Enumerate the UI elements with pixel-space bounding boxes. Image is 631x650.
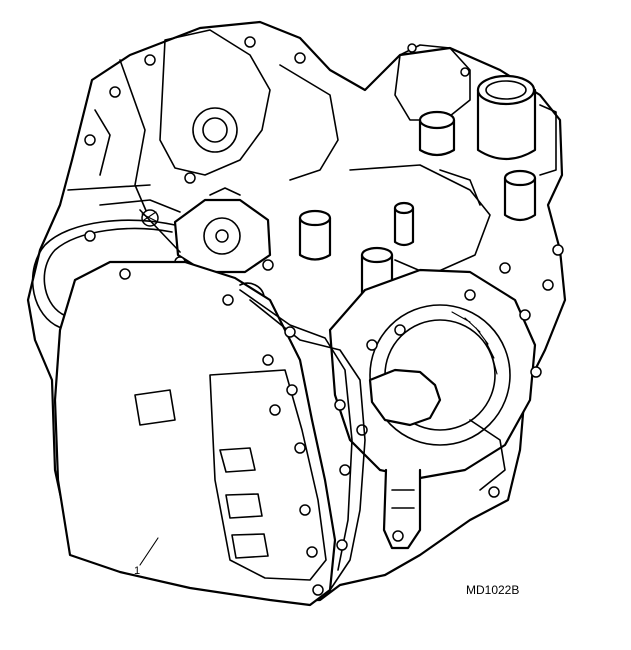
valve-body-cover (53, 230, 366, 607)
gear-housing (328, 244, 564, 550)
callout-leader-1 (139, 537, 159, 566)
top-cylinder (394, 43, 557, 176)
callout-label-1: 1 (134, 565, 141, 577)
figure-reference-code: MD1022B (466, 583, 520, 597)
mounting-bosses (298, 110, 537, 307)
